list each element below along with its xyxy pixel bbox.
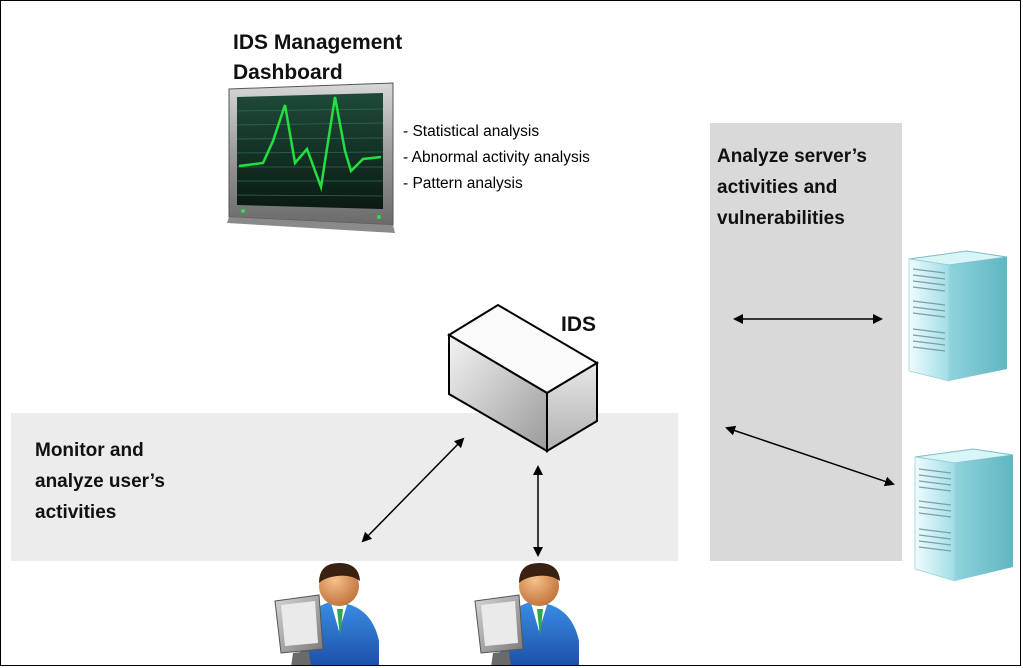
- dashboard-feature-list: - Statistical analysis - Abnormal activi…: [403, 119, 590, 197]
- server-activity-zone: [710, 123, 902, 561]
- feature-item: - Statistical analysis: [403, 123, 540, 140]
- user-zone-label-line1: Monitor and: [35, 440, 144, 461]
- server-zone-label: Analyze server’s activities and vulnerab…: [717, 141, 867, 234]
- dashboard-title-line2: Dashboard: [233, 61, 343, 84]
- server-zone-label-line1: Analyze server’s: [717, 146, 867, 167]
- server-zone-label-line3: vulnerabilities: [717, 208, 845, 229]
- feature-item: - Pattern analysis: [403, 175, 523, 192]
- user1-arrow: [361, 437, 465, 543]
- dashboard-title-line1: IDS Management: [233, 31, 403, 54]
- user-zone-label: Monitor and analyze user’s activities: [35, 435, 165, 528]
- server-icon: [914, 448, 1014, 582]
- user-workstation-icon: [274, 563, 379, 665]
- dashboard-monitor-icon: [227, 82, 395, 233]
- server2-arrow: [725, 425, 895, 487]
- server-zone-label-line2: activities and: [717, 177, 838, 198]
- connection-arrows: [361, 314, 895, 557]
- user-zone-label-line2: analyze user’s: [35, 471, 165, 492]
- ids-appliance-icon: [447, 303, 599, 453]
- feature-item: - Abnormal activity analysis: [403, 149, 590, 166]
- server-icon: [908, 250, 1008, 382]
- user-zone-label-line3: activities: [35, 502, 117, 523]
- ids-label: IDS: [561, 313, 597, 336]
- dashboard-title: IDS Management Dashboard: [233, 28, 402, 88]
- user-workstation-icon: [474, 563, 579, 665]
